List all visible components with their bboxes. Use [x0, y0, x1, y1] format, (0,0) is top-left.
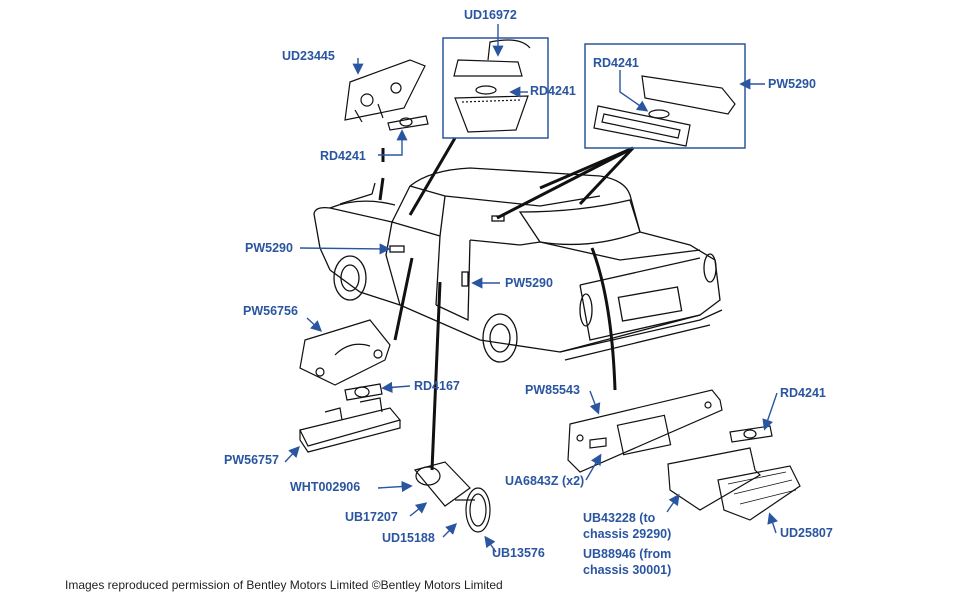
pw56756-bracket-drawing — [299, 319, 391, 386]
rd4241-bulb-drawing-1 — [387, 115, 429, 131]
ud23445-lamp-drawing — [344, 59, 426, 123]
label-pw85543: PW85543 — [525, 383, 580, 397]
label-ud16972: UD16972 — [464, 8, 517, 22]
label-ud23445: UD23445 — [282, 49, 335, 63]
car-illustration — [313, 167, 723, 363]
label-ud25807: UD25807 — [780, 526, 833, 540]
label-pw5290-door: PW5290 — [245, 241, 293, 255]
leader-lines — [284, 24, 778, 553]
rd4241-bulb-drawing-2 — [729, 425, 773, 443]
wht002906-switch-drawing — [413, 461, 491, 533]
label-ub88946: UB88946 (from chassis 30001) — [583, 547, 672, 577]
ud16972-lamp-drawing — [453, 39, 531, 133]
label-rd4241-boot: RD4241 — [780, 386, 826, 400]
label-rd4167: RD4167 — [414, 379, 460, 393]
rd4167-bulb-drawing — [344, 383, 383, 401]
label-ub17207: UB17207 — [345, 510, 398, 524]
pointer-lines — [378, 137, 635, 471]
pw5290-box — [584, 43, 746, 149]
ud16972-box — [442, 37, 549, 139]
pw85543-plate-drawing — [567, 389, 723, 473]
label-pw56756: PW56756 — [243, 304, 298, 318]
label-ua6843z: UA6843Z (x2) — [505, 474, 585, 488]
copyright-footer: Images reproduced permission of Bentley … — [65, 578, 503, 592]
pw56757-base-drawing — [299, 397, 402, 453]
ud25807-lamp-drawing — [667, 447, 801, 521]
label-ub13576: UB13576 — [492, 546, 545, 560]
label-wht002906: WHT002906 — [290, 480, 361, 494]
label-ub43228: UB43228 (to chassis 29290) — [583, 511, 672, 541]
pw5290-lamp-drawing — [593, 75, 736, 147]
label-pw5290-pillar: PW5290 — [505, 276, 553, 290]
label-ud15188: UD15188 — [382, 531, 435, 545]
label-rd4241-pw5290: RD4241 — [593, 56, 639, 70]
label-pw5290-box: PW5290 — [768, 77, 816, 91]
label-rd4241-map: RD4241 — [530, 84, 576, 98]
label-rd4241-ud23445: RD4241 — [320, 149, 366, 163]
label-pw56757: PW56757 — [224, 453, 279, 467]
